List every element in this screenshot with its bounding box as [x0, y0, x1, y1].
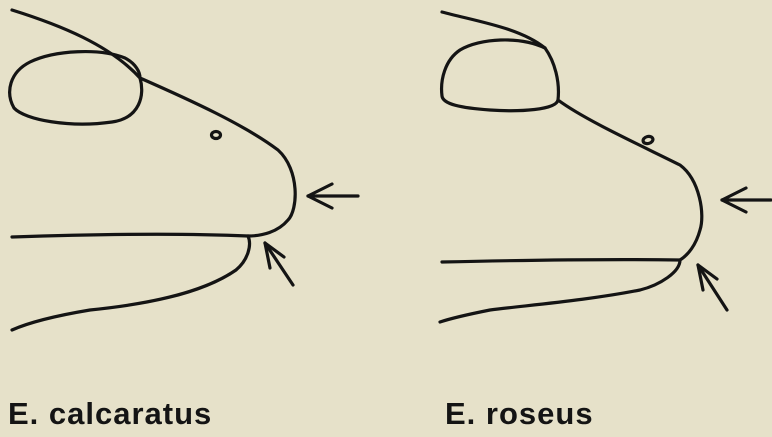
- roseus-head-drawing: [440, 12, 771, 322]
- roseus-head-top-outline: [442, 12, 702, 260]
- roseus-chin-outline: [440, 260, 680, 322]
- roseus-mouth-arrow: [698, 265, 727, 310]
- calcaratus-jaw-line: [12, 234, 248, 237]
- calcaratus-head-drawing: [10, 10, 358, 330]
- calcaratus-chin-outline: [12, 236, 250, 330]
- calcaratus-species-label: E. calcaratus: [8, 398, 212, 429]
- roseus-snout-arrow: [722, 188, 771, 212]
- roseus-nostril: [642, 135, 653, 144]
- calcaratus-mouth-arrow: [265, 243, 293, 285]
- calcaratus-snout-arrow: [308, 184, 358, 208]
- calcaratus-nostril: [212, 132, 221, 139]
- roseus-species-label: E. roseus: [445, 398, 594, 429]
- roseus-eye-outline: [442, 40, 558, 111]
- roseus-jaw-line: [442, 260, 680, 262]
